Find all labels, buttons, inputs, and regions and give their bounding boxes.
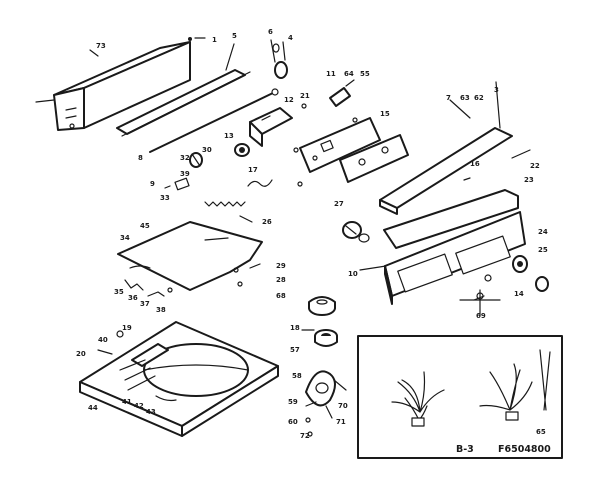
part-label: 62: [474, 94, 484, 102]
part-label: 36: [128, 294, 138, 302]
part-label: 32: [180, 154, 190, 162]
part-label: 63: [460, 94, 470, 102]
part-label: 22: [530, 162, 540, 170]
small-bracket: [164, 152, 203, 191]
part-label: 60: [288, 418, 298, 426]
part-label: 40: [98, 336, 108, 344]
part-label: 29: [276, 262, 286, 270]
washer-top: [79, 321, 279, 437]
part-label: 12: [284, 96, 294, 104]
rear-rail: [116, 69, 251, 137]
part-label: 27: [334, 200, 344, 208]
agitator-cap: [308, 296, 336, 316]
part-label: 1: [212, 36, 217, 44]
leader-lines: [35, 43, 531, 419]
figure-id: F6504800: [498, 444, 551, 455]
part-label: 35: [114, 288, 124, 296]
part-label: 39: [180, 170, 190, 178]
wire-harness-small: [247, 179, 273, 187]
lid-hinge: [124, 279, 173, 297]
part-label: 38: [156, 306, 166, 314]
wire-harness-box: [357, 335, 563, 459]
rod: [149, 88, 279, 153]
part-label: 13: [224, 132, 234, 140]
part-label: 45: [140, 222, 150, 230]
part-label: 30: [202, 146, 212, 154]
part-label: 34: [120, 234, 130, 242]
figure-code: B-3: [456, 444, 474, 455]
part-label: 3: [494, 86, 499, 94]
part-label: 28: [276, 276, 286, 284]
part-label: 6: [268, 28, 273, 36]
part-label: 72: [300, 432, 310, 440]
part-label: 21: [300, 92, 310, 100]
part-label: 23: [524, 176, 534, 184]
console-back-panel: [53, 37, 206, 131]
part-label: 69: [476, 312, 486, 320]
screw: [297, 181, 303, 187]
part-label: 26: [262, 218, 272, 226]
top-cover: [117, 221, 263, 291]
part-label: 64: [344, 70, 354, 78]
selector-knob: [342, 221, 370, 243]
part-label: 18: [290, 324, 300, 332]
part-label: 4: [288, 34, 293, 42]
part-label: 16: [470, 160, 480, 168]
control-panel-frame: [383, 189, 526, 305]
part-label: 14: [514, 290, 524, 298]
caption: B-3 F6504800: [456, 444, 551, 455]
part-label: 5: [232, 32, 237, 40]
knob-screws: [459, 274, 501, 317]
part-label: 25: [538, 246, 548, 254]
part-label: 70: [338, 402, 348, 410]
part-label: 43: [146, 408, 156, 416]
part-label: 11: [326, 70, 336, 78]
part-label: 42: [134, 402, 144, 410]
part-label: 24: [538, 228, 548, 236]
screw: [293, 147, 299, 153]
part-label: 59: [288, 398, 298, 406]
screw: [301, 103, 307, 109]
timer-switch: [234, 107, 293, 157]
seal-ring: [314, 329, 338, 347]
part-label: 17: [248, 166, 258, 174]
part-label: 7: [446, 94, 451, 102]
part-label: 8: [138, 154, 143, 162]
spring: [204, 201, 246, 207]
part-label: 55: [360, 70, 370, 78]
part-label: 73: [96, 42, 106, 50]
part-label: 41: [122, 398, 132, 406]
part-label: 58: [292, 372, 302, 380]
part-label: 57: [290, 346, 300, 354]
part-label: 65: [536, 428, 546, 436]
part-labels: 73 1 8 5 4 6 21 12 11 64 55 7 63 62 22 1…: [76, 28, 548, 440]
part-label: 20: [76, 350, 86, 358]
control-plate: [299, 117, 409, 183]
part-label: 9: [150, 180, 155, 188]
part-label: 44: [88, 404, 98, 412]
timer-knob: [512, 255, 549, 292]
part-label: 33: [160, 194, 170, 202]
screw: [352, 117, 358, 123]
drain-pump: [305, 370, 347, 437]
part-label: 19: [122, 324, 132, 332]
part-label: 68: [276, 292, 286, 300]
part-label: 37: [140, 300, 150, 308]
part-label: 71: [336, 418, 346, 426]
control-console: [379, 127, 513, 215]
knob-assembly: [270, 39, 288, 79]
part-label: 15: [380, 110, 390, 118]
bracket-clip: [329, 79, 355, 107]
part-label: 10: [348, 270, 358, 278]
